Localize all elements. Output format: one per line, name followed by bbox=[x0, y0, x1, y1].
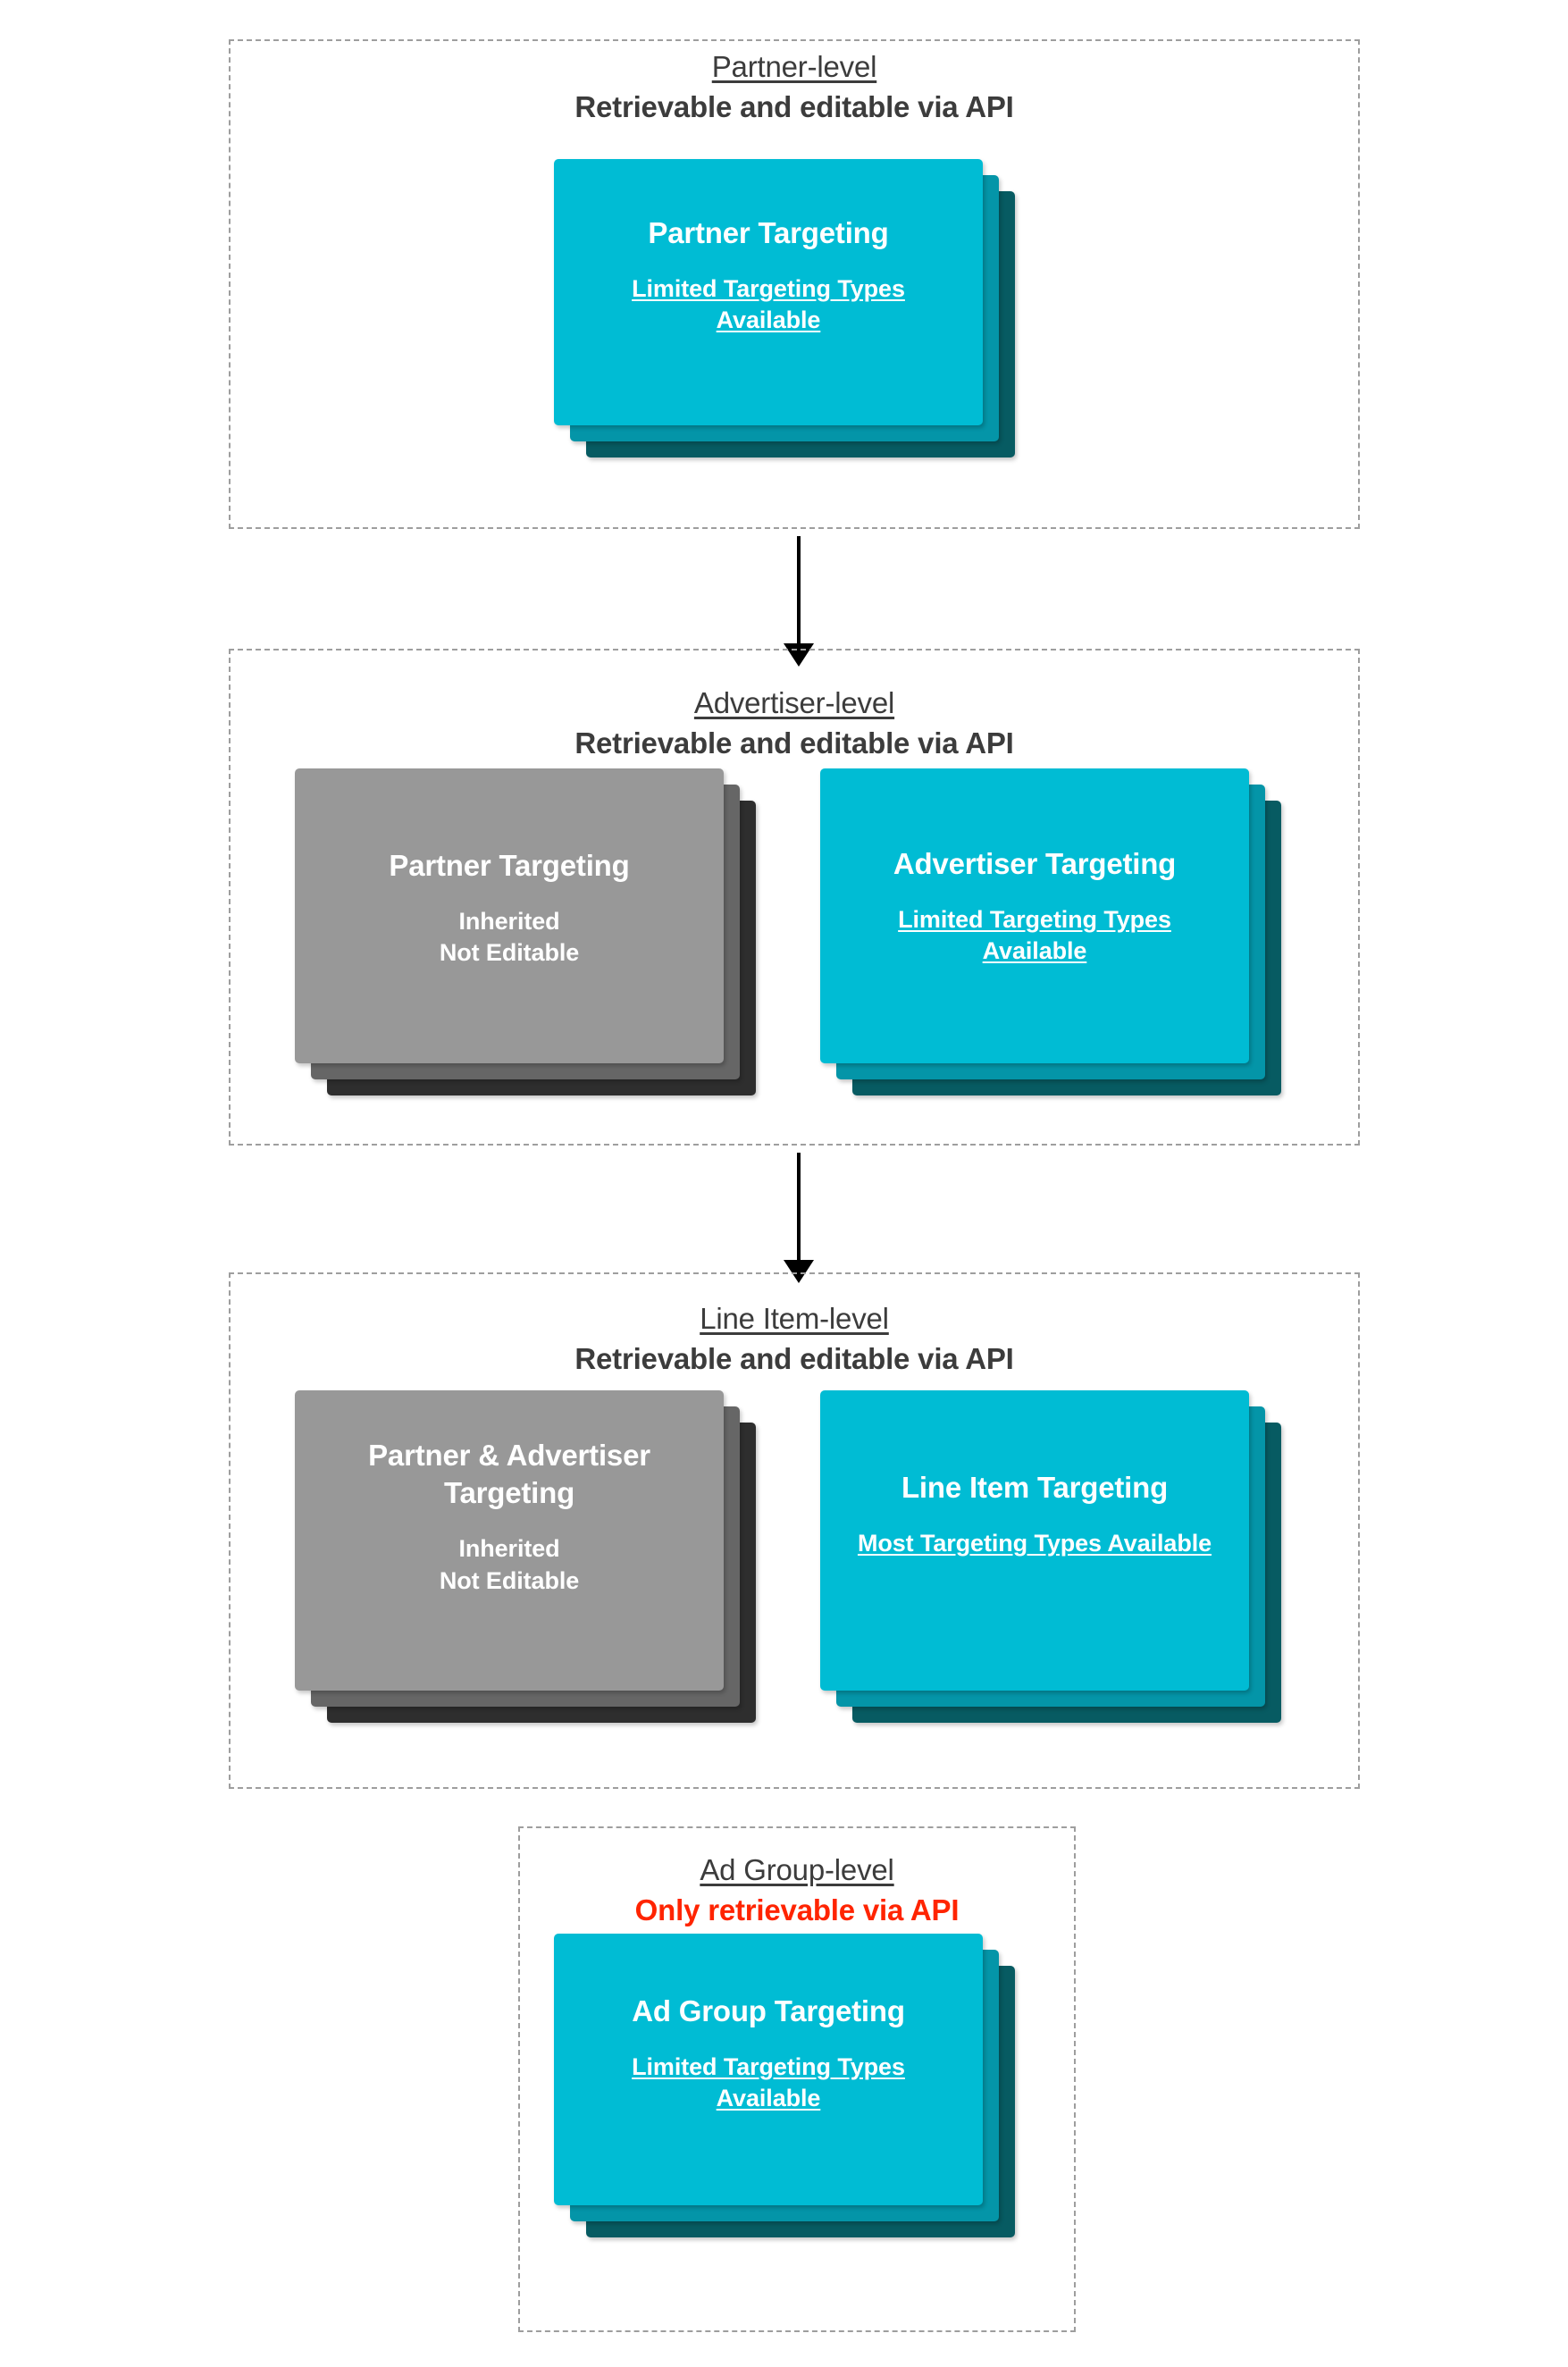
card-stack-advertiser-inherited-partner[interactable]: Partner Targeting Inherited Not Editable bbox=[295, 768, 777, 1117]
card-note: Limited Targeting Types Available bbox=[632, 275, 905, 334]
arrow-head bbox=[784, 643, 814, 667]
card-content-inherited-partner-advertiser-targeting: Partner & Advertiser Targeting Inherited… bbox=[295, 1437, 724, 1597]
card-content-ad-group-targeting: Ad Group Targeting Limited Targeting Typ… bbox=[554, 1993, 983, 2114]
card-stack-line-item-targeting[interactable]: Line Item Targeting Most Targeting Types… bbox=[820, 1390, 1303, 1742]
card-note: Limited Targeting Types Available bbox=[898, 906, 1171, 965]
card-layer-front bbox=[820, 768, 1249, 1063]
card-note: Most Targeting Types Available bbox=[857, 1530, 1212, 1557]
card-note: Inherited Not Editable bbox=[439, 908, 580, 967]
card-stack-line-item-inherited[interactable]: Partner & Advertiser Targeting Inherited… bbox=[295, 1390, 777, 1742]
card-title: Advertiser Targeting bbox=[893, 847, 1177, 880]
card-stack-advertiser-targeting[interactable]: Advertiser Targeting Limited Targeting T… bbox=[820, 768, 1303, 1117]
card-title: Line Item Targeting bbox=[901, 1471, 1169, 1504]
level-box-ad-group bbox=[518, 1826, 1076, 2332]
card-layer-front bbox=[554, 1934, 983, 2205]
arrow-head bbox=[784, 1260, 814, 1283]
card-stack-partner-targeting[interactable]: Partner Targeting Limited Targeting Type… bbox=[554, 159, 1036, 490]
card-content-inherited-partner-targeting: Partner Targeting Inherited Not Editable bbox=[295, 847, 724, 969]
card-note: Inherited Not Editable bbox=[439, 1535, 580, 1594]
level-box-line-item bbox=[229, 1272, 1360, 1789]
card-note: Limited Targeting Types Available bbox=[632, 2053, 905, 2112]
card-layer-front bbox=[295, 768, 724, 1063]
level-box-partner bbox=[229, 39, 1360, 529]
connector-arrow-partner-to-advertiser bbox=[784, 536, 814, 667]
card-title: Partner Targeting bbox=[648, 216, 889, 249]
card-title: Partner Targeting bbox=[389, 849, 630, 882]
card-layer-front bbox=[820, 1390, 1249, 1691]
card-title: Ad Group Targeting bbox=[632, 1994, 905, 2027]
card-content-advertiser-targeting: Advertiser Targeting Limited Targeting T… bbox=[820, 845, 1249, 967]
card-stack-ad-group-targeting[interactable]: Ad Group Targeting Limited Targeting Typ… bbox=[554, 1934, 1036, 2273]
level-box-advertiser bbox=[229, 649, 1360, 1146]
arrow-shaft bbox=[797, 1153, 801, 1262]
card-title: Partner & Advertiser Targeting bbox=[368, 1439, 650, 1510]
card-layer-front bbox=[295, 1390, 724, 1691]
card-content-line-item-targeting: Line Item Targeting Most Targeting Types… bbox=[820, 1469, 1249, 1559]
card-layer-front bbox=[554, 159, 983, 425]
card-content-partner-targeting: Partner Targeting Limited Targeting Type… bbox=[554, 214, 983, 336]
connector-arrow-advertiser-to-line-item bbox=[784, 1153, 814, 1283]
arrow-shaft bbox=[797, 536, 801, 645]
